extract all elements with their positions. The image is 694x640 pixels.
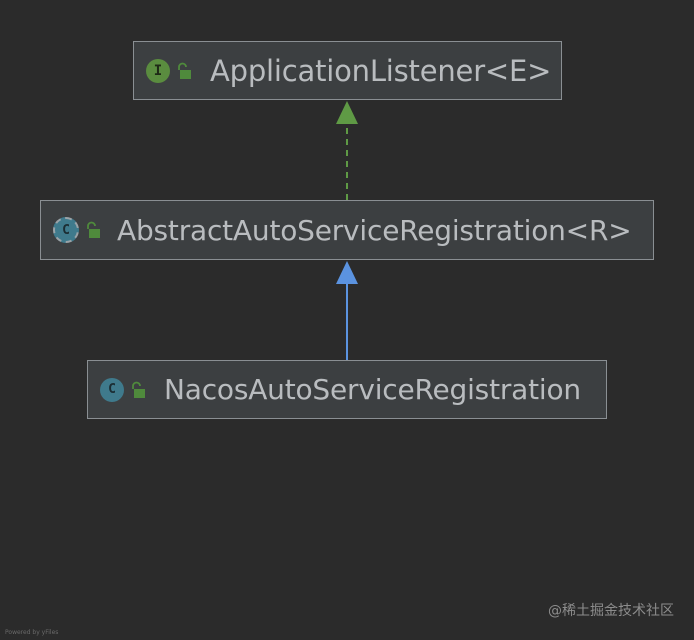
edge-extends-arrowhead — [336, 261, 358, 284]
interface-icon: I — [146, 58, 170, 83]
abstract-class-icon: C — [53, 217, 79, 243]
edge-implements — [336, 101, 358, 200]
watermark: @稀土掘金技术社区 — [548, 603, 674, 619]
unlocked-icon — [85, 221, 101, 239]
edge-implements-arrowhead — [336, 101, 358, 124]
node-label: NacosAutoServiceRegistration — [164, 373, 581, 406]
node-label: ApplicationListener<E> — [210, 53, 552, 88]
node-label: AbstractAutoServiceRegistration<R> — [117, 213, 632, 247]
node-application-listener[interactable]: I ApplicationListener<E> — [133, 41, 562, 100]
unlocked-icon — [176, 62, 192, 80]
powered-by-note: Powered by yFiles — [5, 629, 59, 636]
edge-extends — [336, 261, 358, 360]
node-nacos-auto-service-registration[interactable]: C NacosAutoServiceRegistration — [87, 360, 607, 419]
class-letter: C — [62, 222, 70, 238]
node-abstract-auto-service-registration[interactable]: C AbstractAutoServiceRegistration<R> — [40, 200, 654, 260]
interface-letter: I — [153, 62, 163, 79]
class-icon: C — [100, 377, 124, 402]
unlocked-icon — [130, 381, 146, 399]
class-letter: C — [108, 382, 116, 397]
